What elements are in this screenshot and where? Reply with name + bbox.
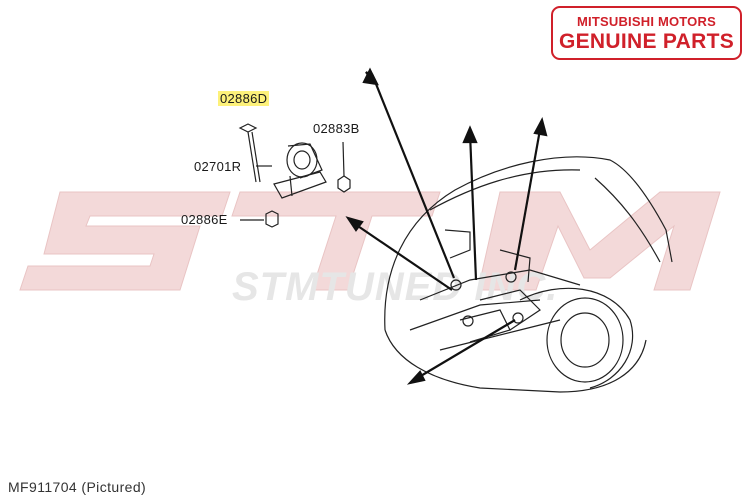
car-outline-icon (384, 156, 673, 393)
part-label-02883b: 02883B (313, 121, 360, 136)
badge-brand: MITSUBISHI MOTORS (577, 14, 716, 29)
bolt-02886d-icon (238, 123, 261, 183)
part-label-02701r: 02701R (194, 159, 242, 174)
part-number-highlight: 02886D (218, 91, 270, 106)
genuine-parts-badge: MITSUBISHI MOTORS GENUINE PARTS (551, 6, 742, 60)
mount-02701r-icon (273, 142, 327, 199)
watermark-text: STMTUNED INC. (232, 265, 559, 309)
badge-title: GENUINE PARTS (558, 30, 735, 53)
arrow-to-02886d-icon (370, 73, 456, 279)
nut-02883b-icon (337, 141, 351, 193)
part-label-02886d: 02886D (218, 91, 270, 106)
bolt-02886e-icon (265, 210, 279, 228)
part-caption: MF911704 (Pictured) (8, 479, 147, 495)
part-label-02886e: 02886E (181, 212, 228, 227)
